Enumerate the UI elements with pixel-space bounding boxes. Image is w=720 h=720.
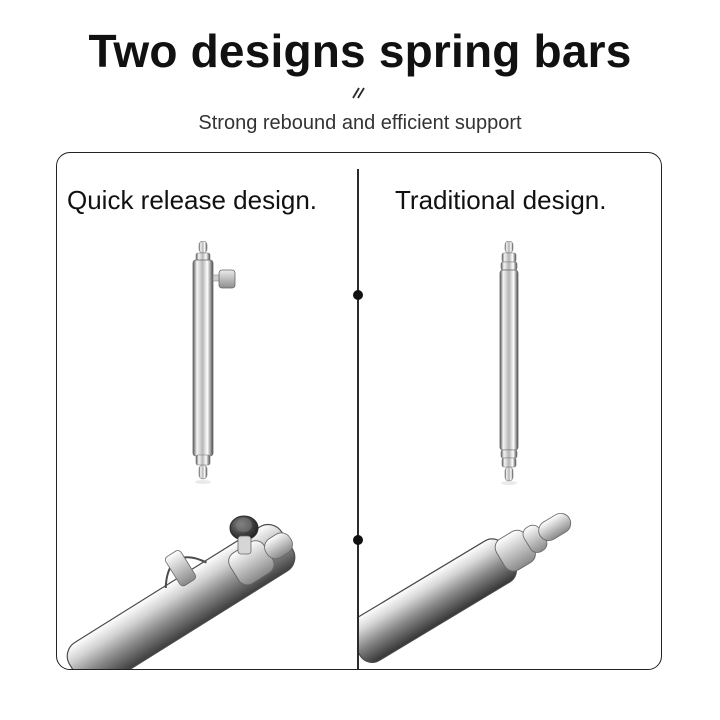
quick-release-spring-bar-illustration — [192, 241, 236, 484]
comparison-divider — [357, 169, 359, 669]
quick-release-closeup-illustration — [66, 515, 296, 669]
page-title: Two designs spring bars — [88, 25, 632, 77]
divider-dot-bottom — [353, 535, 363, 545]
double-slash-icon — [352, 87, 365, 99]
traditional-heading: Traditional design. — [395, 185, 607, 215]
traditional-spring-bar-illustration — [499, 241, 519, 485]
divider-dot-top — [353, 290, 363, 300]
traditional-closeup-illustration — [359, 512, 572, 663]
quick-release-heading: Quick release design. — [67, 185, 318, 215]
page-subtitle: Strong rebound and efficient support — [198, 112, 522, 134]
comparison-panel: Quick release design. Traditional design… — [56, 152, 662, 670]
